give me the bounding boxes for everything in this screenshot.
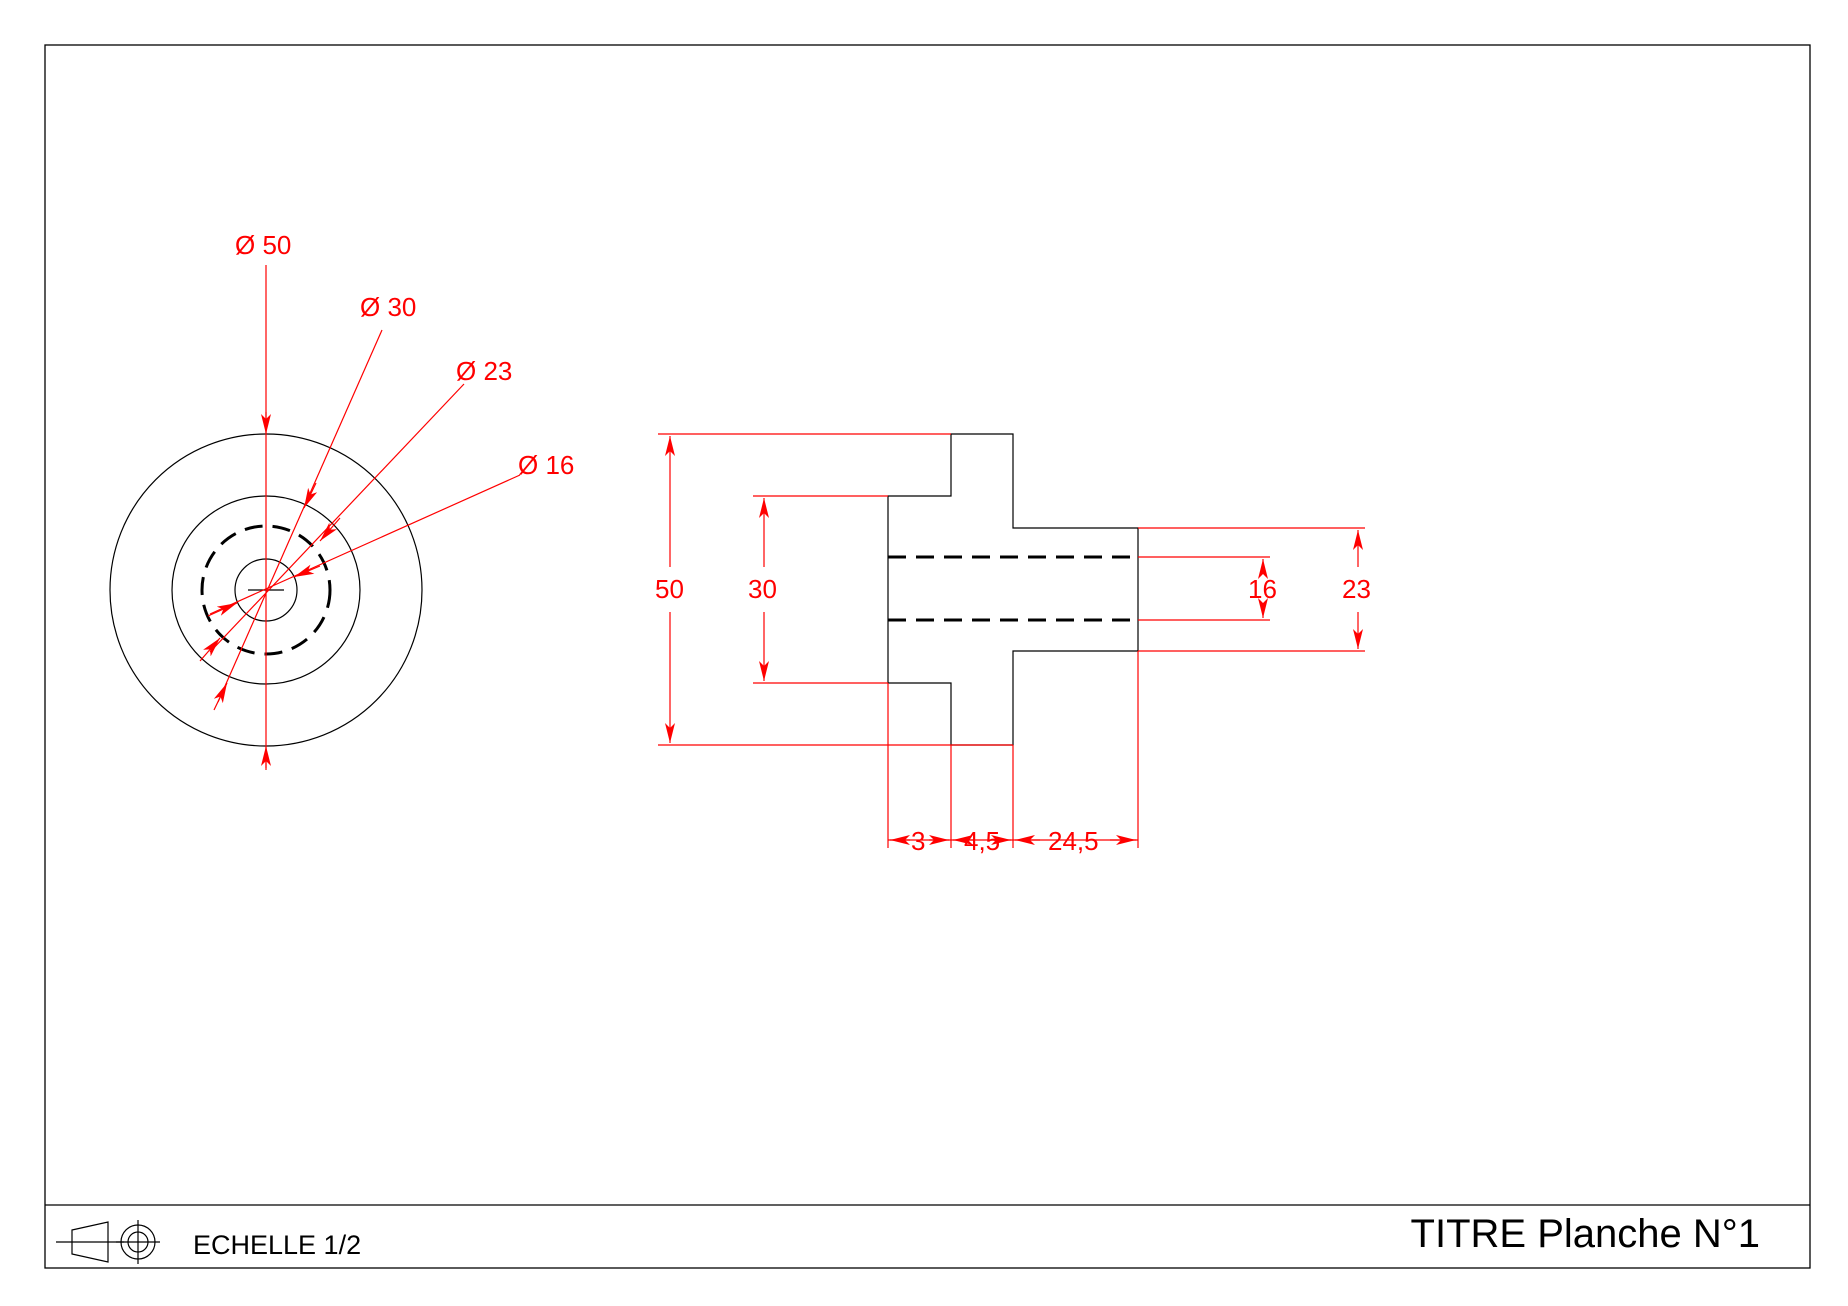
dim-text-d30: Ø 30 <box>360 292 416 322</box>
arrow-d23-b <box>199 637 221 662</box>
dim-line-d16 <box>209 474 521 615</box>
dim-text-30: 30 <box>748 574 777 604</box>
arrow-d30-a <box>303 482 318 509</box>
scale-label: ECHELLE 1/2 <box>193 1230 361 1260</box>
dim-text-len-45: 4,5 <box>964 826 1000 856</box>
dim-text-50: 50 <box>655 574 684 604</box>
arrow-d23-a <box>319 517 341 542</box>
dim-line-d23 <box>209 383 465 653</box>
dim-text-d50: Ø 50 <box>235 230 291 260</box>
dim-text-len-3: 3 <box>911 826 925 856</box>
dim-text-16: 16 <box>1248 574 1277 604</box>
dim-text-d23: Ø 23 <box>456 356 512 386</box>
dim-text-d16: Ø 16 <box>518 450 574 480</box>
arrow-d16-b <box>207 602 238 617</box>
sheet-border <box>44 44 1811 1269</box>
arrow-d30-b <box>213 682 228 711</box>
drawing-title: TITRE Planche N°1 <box>1411 1212 1760 1256</box>
arrow-d16-a <box>293 564 321 578</box>
dim-line-d30 <box>217 329 383 703</box>
profile-outline <box>887 433 1139 746</box>
front-view: Ø 50 Ø 30 Ø 23 Ø 16 <box>109 230 574 770</box>
dim-text-23: 23 <box>1342 574 1371 604</box>
side-view: 50 30 16 23 3 4,5 24,5 <box>655 433 1371 856</box>
title-block: ECHELLE 1/2 TITRE Planche N°1 <box>56 1212 1760 1264</box>
projection-symbol-icon <box>56 1220 160 1264</box>
dim-text-len-245: 24,5 <box>1048 826 1099 856</box>
